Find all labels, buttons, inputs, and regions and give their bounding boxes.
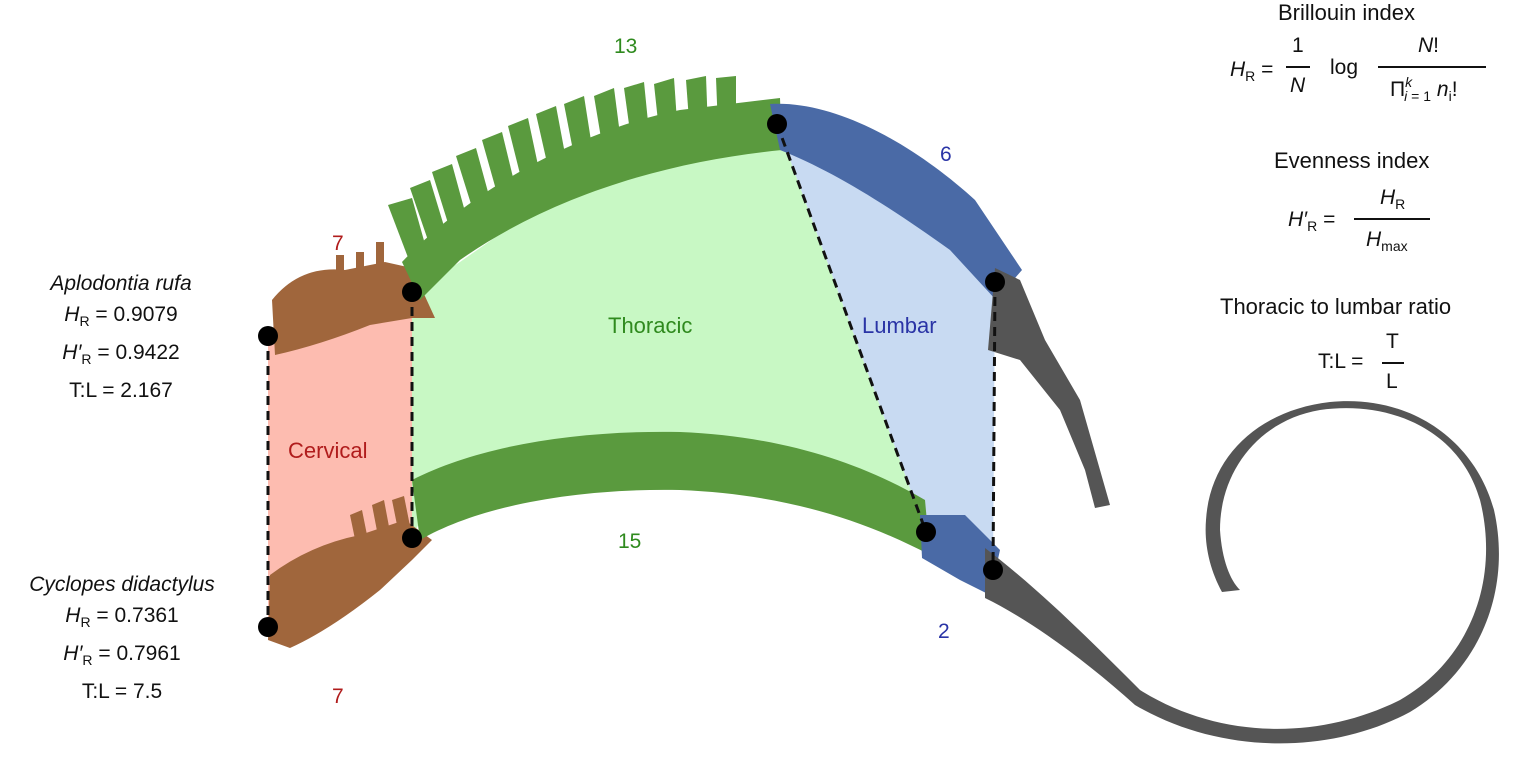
brillouin-one: 1 bbox=[1292, 34, 1304, 57]
brillouin-lhs: HR = bbox=[1230, 58, 1274, 84]
fraction-bar bbox=[1286, 66, 1310, 68]
tl-value: 7.5 bbox=[132, 680, 163, 703]
brillouin-numerator: N! bbox=[1418, 34, 1440, 57]
bottom-cervical-bone bbox=[268, 520, 432, 648]
thoracic-count-bottom: 15 bbox=[618, 530, 642, 553]
tl-label: T:L = bbox=[69, 379, 121, 402]
lumbar-sacral-boundary bbox=[991, 281, 997, 571]
top-cervical-spines bbox=[336, 242, 384, 277]
top-tail-bone bbox=[988, 268, 1110, 508]
evenness-formula: H′R = HR Hmax bbox=[1288, 182, 1448, 262]
evenness-numerator: HR bbox=[1380, 186, 1406, 212]
evenness-denominator: Hmax bbox=[1366, 228, 1408, 254]
landmark-dot bbox=[983, 560, 1003, 580]
species-hr: HR = 0.9079 bbox=[64, 303, 178, 329]
ratio-lhs: T:L = bbox=[1318, 350, 1364, 373]
species-evenness: H′R = 0.7961 bbox=[63, 642, 181, 668]
thoracic-region-fill bbox=[412, 124, 926, 536]
top-thoracic-bone bbox=[402, 98, 782, 300]
landmark-dot bbox=[258, 326, 278, 346]
top-cervical-bone bbox=[272, 262, 435, 355]
species-tl: T:L = 7.5 bbox=[0, 676, 252, 707]
cervical-count-bottom: 7 bbox=[332, 685, 344, 708]
thoracic-lumbar-boundary bbox=[775, 123, 928, 533]
hr-value: 0.7361 bbox=[114, 604, 179, 627]
thoracic-label: Thoracic bbox=[608, 313, 693, 338]
fraction-bar bbox=[1354, 218, 1430, 220]
top-lumbar-bone bbox=[770, 103, 1022, 300]
landmark-dot bbox=[916, 522, 936, 542]
species-name: Aplodontia rufa bbox=[50, 272, 192, 295]
ratio-formula: T:L = T L bbox=[1318, 330, 1428, 396]
evenness-value: 0.9422 bbox=[115, 341, 180, 364]
bottom-spine bbox=[268, 401, 1499, 744]
bottom-thoracic-bone bbox=[412, 431, 930, 555]
landmark-dot bbox=[402, 282, 422, 302]
thoracic-count-top: 13 bbox=[614, 35, 638, 58]
ratio-denominator: L bbox=[1386, 370, 1398, 393]
brillouin-title: Brillouin index bbox=[1278, 0, 1415, 25]
evenness-title: Evenness index bbox=[1274, 148, 1430, 173]
species-tl: T:L = 2.167 bbox=[0, 375, 251, 406]
species-hr: HR = 0.7361 bbox=[65, 604, 179, 630]
fraction-bar bbox=[1382, 362, 1404, 364]
bottom-tail-bone bbox=[985, 401, 1499, 744]
brillouin-n: N bbox=[1290, 74, 1306, 97]
species-name: Cyclopes didactylus bbox=[29, 573, 215, 596]
bottom-lumbar-bone bbox=[920, 515, 1000, 595]
evenness-value: 0.7961 bbox=[116, 642, 181, 665]
species-aplodontia: Aplodontia rufa HR = 0.9079 H′R = 0.9422… bbox=[0, 268, 251, 406]
evenness-lhs: H′R = bbox=[1288, 208, 1336, 234]
cervical-count-top: 7 bbox=[332, 232, 344, 255]
brillouin-denominator: Πki = 1 ni! bbox=[1390, 74, 1458, 104]
top-spine bbox=[272, 76, 1110, 508]
cervical-label: Cervical bbox=[288, 438, 368, 463]
lumbar-count-top: 6 bbox=[940, 143, 952, 166]
brillouin-log: log bbox=[1330, 56, 1359, 79]
ratio-numerator: T bbox=[1386, 330, 1399, 353]
hr-value: 0.9079 bbox=[113, 303, 178, 326]
species-evenness: H′R = 0.9422 bbox=[62, 341, 180, 367]
landmark-dot bbox=[767, 114, 787, 134]
bottom-cervical-spines bbox=[350, 496, 410, 544]
fraction-bar bbox=[1378, 66, 1486, 68]
tl-value: 2.167 bbox=[120, 379, 173, 402]
landmarks bbox=[258, 114, 1005, 637]
tl-label: T:L = bbox=[81, 680, 133, 703]
species-cyclopes: Cyclopes didactylus HR = 0.7361 H′R = 0.… bbox=[0, 569, 252, 707]
landmark-dot bbox=[985, 272, 1005, 292]
ratio-title: Thoracic to lumbar ratio bbox=[1220, 294, 1452, 319]
boundary-lines bbox=[266, 123, 997, 627]
landmark-dot bbox=[402, 528, 422, 548]
lumbar-label: Lumbar bbox=[862, 313, 937, 338]
top-thoracic-spines bbox=[388, 76, 736, 268]
brillouin-formula: HR = 1 N log N! Πki = 1 ni! bbox=[1230, 34, 1500, 124]
landmark-dot bbox=[258, 617, 278, 637]
lumbar-count-bottom: 2 bbox=[938, 620, 950, 643]
